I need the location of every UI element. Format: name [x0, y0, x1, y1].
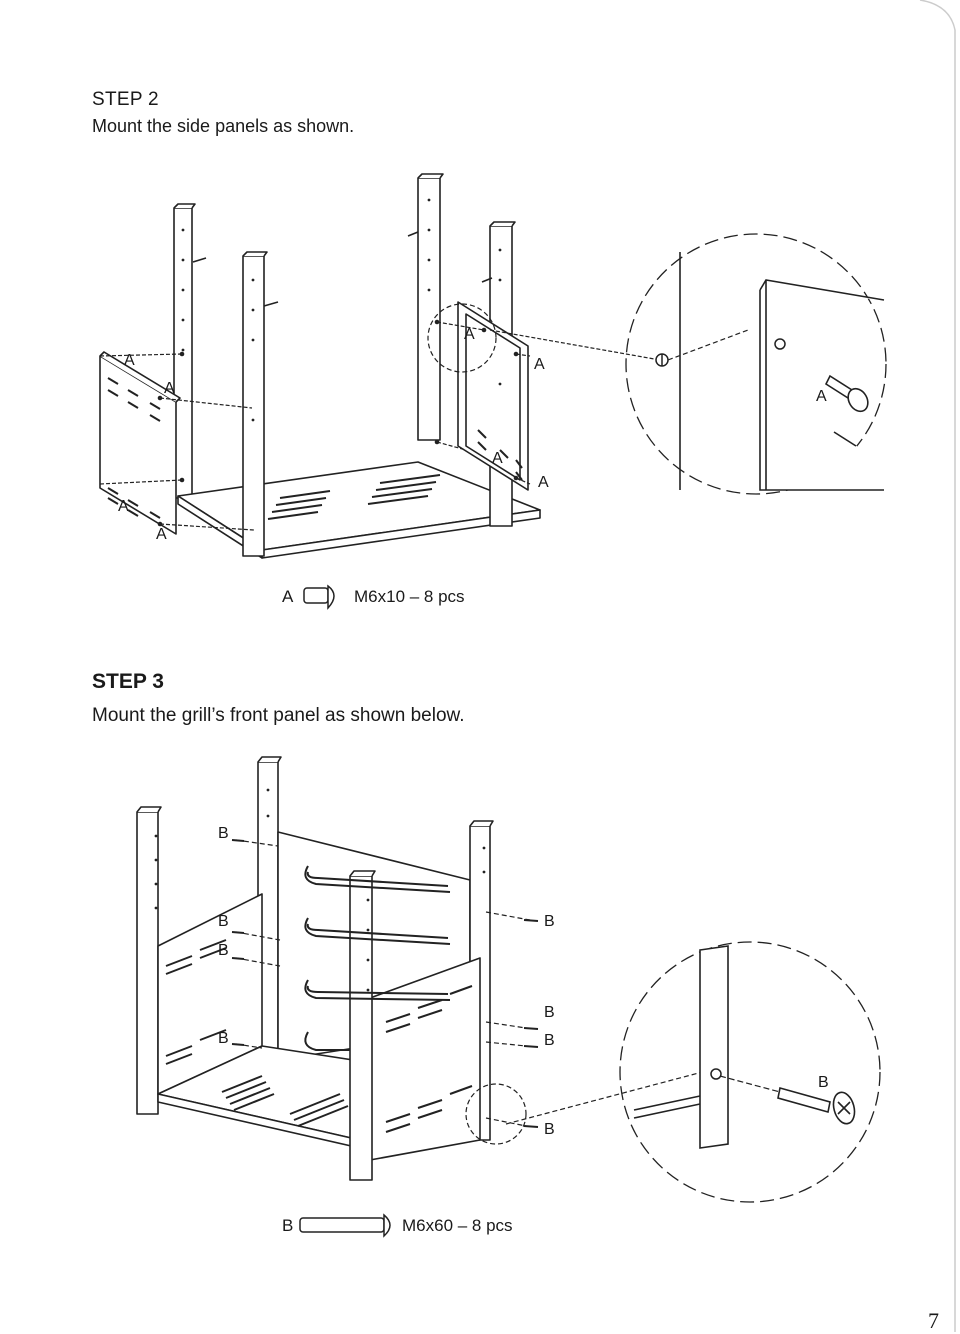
step2-label-a: A — [816, 388, 827, 405]
step2-description: Mount the side panels as shown. — [92, 116, 355, 136]
step3-title: STEP 3 — [92, 670, 164, 693]
hardware-a-spec: M6x10 – 8 pcs — [354, 587, 465, 606]
step2-label-a: A — [538, 474, 549, 491]
step3-label-b: B — [218, 942, 229, 959]
step3-label-b: B — [544, 1032, 555, 1049]
step3-label-b: B — [218, 913, 229, 930]
step3-description: Mount the grill’s front panel as shown b… — [92, 705, 465, 726]
hardware-b-letter: B — [282, 1216, 294, 1235]
step2-label-a: A — [124, 352, 135, 369]
page-number: 7 — [928, 1308, 939, 1333]
step2-label-a: A — [156, 526, 167, 543]
step2-label-a: A — [118, 498, 129, 515]
hardware-b-spec: M6x60 – 8 pcs — [402, 1216, 513, 1235]
step2-label-a: A — [164, 380, 175, 397]
step3-label-b: B — [218, 825, 229, 842]
step3-label-b: B — [544, 913, 555, 930]
step2-label-a: A — [492, 450, 503, 467]
step2-label-a: A — [464, 326, 475, 343]
step3-label-b: B — [218, 1030, 229, 1047]
step3-label-b: B — [544, 1004, 555, 1021]
step3-label-b: B — [818, 1074, 829, 1091]
hardware-a-letter: A — [282, 587, 294, 606]
step2-title: STEP 2 — [92, 89, 159, 110]
step2-label-a: A — [534, 356, 545, 373]
step3-label-b: B — [544, 1121, 555, 1138]
